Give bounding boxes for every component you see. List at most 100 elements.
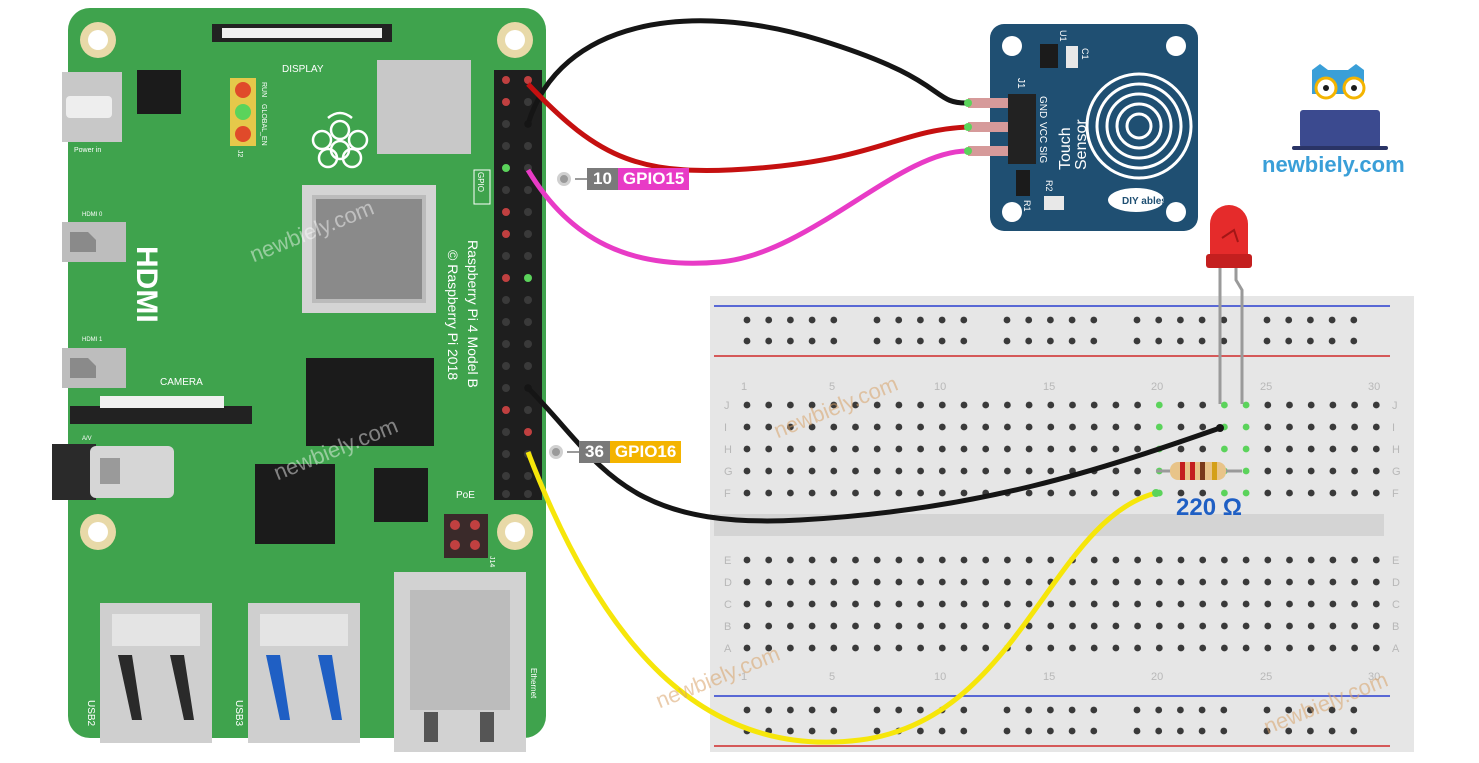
run-label: RUN: [260, 82, 267, 97]
brand-text: newbiely.com: [1262, 152, 1405, 177]
breadboard-row-letter: G: [1392, 466, 1401, 478]
sensor-line1: Touch: [1057, 127, 1074, 170]
breadboard-hole: [1004, 578, 1011, 586]
breadboard-hole: [1047, 445, 1055, 453]
breadboard-hole: [938, 401, 946, 409]
wire-magenta-sig-sensor: [525, 148, 969, 266]
breadboard-hole: [852, 622, 859, 630]
breadboard-hole: [895, 401, 903, 409]
breadboard-hole: [830, 467, 838, 475]
breadboard-hole: [873, 467, 881, 475]
breadboard-hole: [1198, 727, 1206, 735]
breadboard-hole: [1068, 337, 1076, 345]
breadboard-hole: [1220, 316, 1228, 324]
breadboard-hole: [1090, 727, 1098, 735]
breadboard-hole: [1155, 644, 1163, 652]
breadboard-hole: [743, 556, 751, 564]
bb-col-20: 20: [1151, 381, 1163, 393]
breadboard-hole: [765, 578, 773, 586]
breadboard-hole: [1242, 489, 1250, 497]
breadboard-hole: [960, 337, 968, 345]
gpio-label: GPIO: [476, 172, 485, 192]
breadboard-hole: [1329, 467, 1337, 475]
breadboard-hole: [1177, 401, 1185, 409]
camera-label: CAMERA: [160, 377, 203, 388]
breadboard-hole: [1003, 316, 1011, 324]
breadboard-hole: [1329, 556, 1337, 564]
breadboard-hole: [1134, 644, 1141, 652]
breadboard-hole: [1134, 578, 1141, 586]
breadboard-hole: [1221, 445, 1228, 453]
breadboard-hole: [1069, 423, 1076, 431]
breadboard-hole: [960, 423, 968, 431]
breadboard-hole: [1242, 644, 1250, 652]
breadboard-hole: [743, 706, 751, 714]
j2-label: J2: [236, 150, 243, 158]
breadboard-hole: [1155, 578, 1163, 586]
breadboard-hole: [1286, 489, 1293, 497]
breadboard-hole: [1286, 600, 1293, 608]
breadboard-hole: [787, 578, 794, 586]
breadboard-hole: [960, 489, 968, 497]
breadboard-hole: [1286, 578, 1293, 586]
breadboard-hole: [1155, 556, 1163, 564]
breadboard-hole: [1307, 337, 1314, 345]
sensor-logo: DIY ables: [1122, 196, 1167, 207]
breadboard-hole: [938, 556, 946, 564]
breadboard-hole: [1068, 706, 1076, 714]
breadboard-row-letter: A: [1392, 643, 1400, 655]
breadboard-hole: [1090, 556, 1098, 564]
breadboard-hole: [852, 644, 859, 652]
breadboard-hole: [1307, 423, 1315, 431]
usb3-label: USB3: [233, 700, 244, 727]
breadboard-hole: [1025, 445, 1033, 453]
sensor-pin-vcc: VCC: [1037, 122, 1048, 143]
sensor-pin-gnd: GND: [1037, 96, 1048, 118]
breadboard-hole: [1264, 600, 1272, 608]
breadboard-hole: [852, 489, 859, 497]
breadboard-hole: [895, 423, 903, 431]
breadboard-hole: [1134, 622, 1141, 630]
bb-col-10b: 10: [934, 671, 946, 683]
breadboard-hole: [1069, 644, 1076, 652]
breadboard-hole: [1025, 489, 1033, 497]
breadboard-hole: [830, 401, 838, 409]
breadboard-hole: [1351, 600, 1358, 608]
breadboard-hole: [808, 445, 816, 453]
breadboard-hole: [765, 467, 773, 475]
breadboard-row-letter: D: [1392, 577, 1400, 589]
breadboard-hole: [982, 423, 990, 431]
model-line2: © Raspberry Pi 2018: [445, 250, 461, 380]
breadboard-hole: [1025, 727, 1033, 735]
breadboard-hole: [765, 401, 773, 409]
breadboard-hole: [917, 467, 924, 475]
breadboard-hole: [830, 706, 838, 714]
breadboard-hole: [1004, 556, 1011, 564]
bb-col-30b: 30: [1368, 671, 1380, 683]
breadboard-hole: [1263, 727, 1271, 735]
breadboard-hole: [1372, 622, 1380, 630]
breadboard-hole: [938, 622, 946, 630]
breadboard-hole: [1242, 556, 1250, 564]
breadboard-hole: [1003, 706, 1011, 714]
breadboard-hole: [1004, 423, 1011, 431]
breadboard-hole: [1242, 622, 1250, 630]
breadboard-hole: [808, 556, 816, 564]
breadboard-hole: [852, 600, 859, 608]
breadboard-hole: [1221, 644, 1228, 652]
breadboard-hole: [1199, 622, 1207, 630]
breadboard-hole: [873, 337, 881, 345]
breadboard-hole: [895, 337, 903, 345]
breadboard-hole: [1177, 644, 1185, 652]
gpio-pins: [502, 76, 532, 498]
breadboard-hole: [1351, 578, 1358, 586]
breadboard-hole: [1090, 316, 1098, 324]
breadboard-hole: [1155, 727, 1163, 735]
breadboard-hole: [1199, 578, 1207, 586]
sensor-c1: C1: [1080, 48, 1090, 60]
usb2-label: USB2: [85, 700, 96, 727]
breadboard-hole: [1220, 706, 1228, 714]
resistor-label: 220 Ω: [1176, 494, 1242, 521]
